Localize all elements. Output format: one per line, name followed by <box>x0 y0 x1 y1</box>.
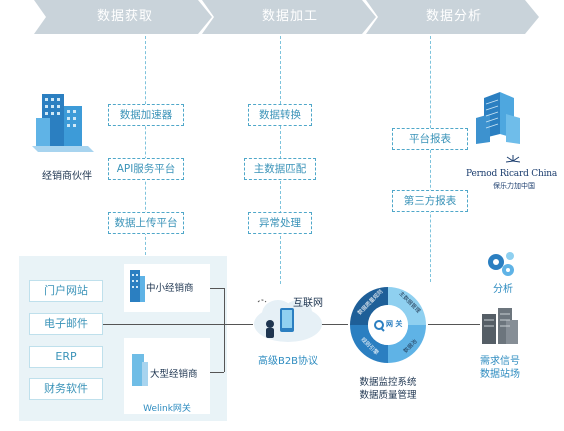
connector-vertical <box>224 288 225 372</box>
pernod-building-icon <box>476 92 520 144</box>
pernod-logo-text: Pernod Ricard China <box>466 169 558 179</box>
partner-label: 经销商伙伴 <box>42 171 92 182</box>
donut-center-label: 网 关 <box>386 320 403 328</box>
stage-label-analysis: 数据分析 <box>425 9 482 24</box>
analysis-label: 分析 <box>493 284 513 295</box>
stage-chevron-analysis <box>366 0 539 34</box>
step-upload-platform: 数据上传平台 <box>108 212 184 234</box>
demand-station-line1: 需求信号 <box>480 356 520 367</box>
stage-label-processing: 数据加工 <box>261 9 318 24</box>
step-master-data-match: 主数据匹配 <box>244 158 316 180</box>
internet-label: 互联网 <box>293 298 323 309</box>
connector-b2b-to-monitor <box>318 324 348 325</box>
connector-monitor-to-demand <box>428 324 480 325</box>
welink-gateway-label: Welink网关 <box>143 404 191 414</box>
channel-erp: ERP <box>29 346 103 368</box>
step-api-platform: API服务平台 <box>108 158 184 180</box>
stage-header <box>34 0 539 34</box>
acquisition-flow-line <box>145 36 146 260</box>
large-distributor-icon <box>132 354 148 386</box>
step-data-accelerator: 数据加速器 <box>108 104 184 126</box>
stage-chevron-processing <box>202 0 376 34</box>
pernod-logo-icon <box>506 155 520 163</box>
stage-label-acquisition: 数据获取 <box>96 9 153 24</box>
internet-cloud-icon <box>254 299 322 342</box>
connector-large-distributor <box>210 372 224 373</box>
connector-email-to-b2b <box>103 324 253 325</box>
step-third-party-report: 第三方报表 <box>392 190 468 212</box>
monitoring-donut <box>350 287 426 363</box>
monitor-caption-line1: 数据监控系统 <box>359 377 417 388</box>
analysis-flow-line <box>430 36 431 282</box>
channel-email: 电子邮件 <box>29 313 103 335</box>
stage-chevron-acquisition <box>34 0 212 34</box>
demand-station-line2: 数据站场 <box>480 369 520 380</box>
connector-small-distributor <box>210 288 224 289</box>
step-exception-handling: 异常处理 <box>248 212 312 234</box>
step-data-conversion: 数据转换 <box>248 104 312 126</box>
monitor-caption-line2: 数据质量管理 <box>359 390 417 401</box>
small-distributor-icon <box>130 270 145 302</box>
channel-finance-software: 财务软件 <box>29 378 103 400</box>
data-station-server-icon <box>482 308 518 344</box>
small-distributor-label: 中小经销商 <box>146 283 194 294</box>
pernod-logo-subtext: 保乐力加中国 <box>493 182 535 190</box>
b2b-protocol-label: 高级B2B协议 <box>257 356 319 367</box>
partner-building-icon <box>32 94 94 152</box>
step-platform-report: 平台报表 <box>392 128 468 150</box>
large-distributor-label: 大型经销商 <box>150 369 198 380</box>
channel-portal: 门户网站 <box>29 280 103 302</box>
analysis-gears-icon <box>488 252 514 276</box>
